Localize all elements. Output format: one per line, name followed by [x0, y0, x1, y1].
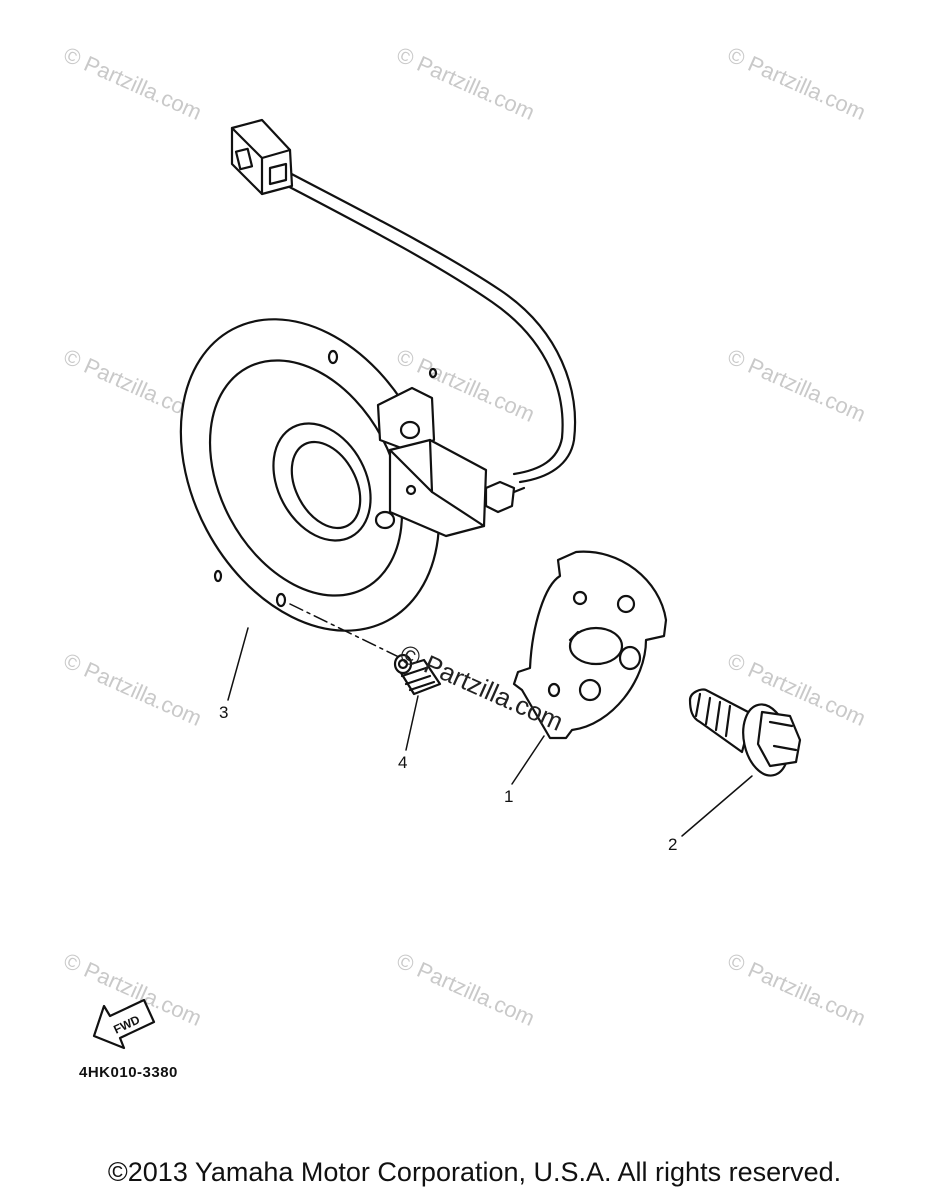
watermark: © Partzilla.com — [60, 42, 206, 125]
watermarks: © Partzilla.com © Partzilla.com © Partzi… — [60, 42, 870, 1031]
callout-part-4: 4 — [398, 753, 407, 772]
pickup-coil-assembly — [179, 318, 526, 632]
callout-part-1: 1 — [504, 787, 513, 806]
callout-part-2: 2 — [668, 835, 677, 854]
fwd-arrow-icon: FWD — [92, 998, 156, 1050]
bolt-part-2 — [688, 688, 802, 777]
watermark: © Partzilla.com — [393, 42, 539, 125]
copyright-notice: ©2013 Yamaha Motor Corporation, U.S.A. A… — [107, 1157, 842, 1187]
diagram-code: 4HK010-3380 — [79, 1064, 178, 1081]
wire-harness — [230, 118, 577, 484]
callout-part-3: 3 — [219, 703, 228, 722]
rotor-plate-part-1 — [512, 550, 668, 740]
callouts: 3 4 1 2 — [219, 703, 677, 854]
watermark: © Partzilla.com — [60, 648, 206, 731]
watermark: © Partzilla.com — [724, 42, 870, 125]
watermark: © Partzilla.com — [393, 948, 539, 1031]
watermark: © Partzilla.com — [724, 948, 870, 1031]
connector-plug — [230, 118, 294, 196]
leader-lines — [227, 627, 753, 837]
watermark: © Partzilla.com — [724, 344, 870, 427]
screw-part-4 — [289, 603, 442, 696]
